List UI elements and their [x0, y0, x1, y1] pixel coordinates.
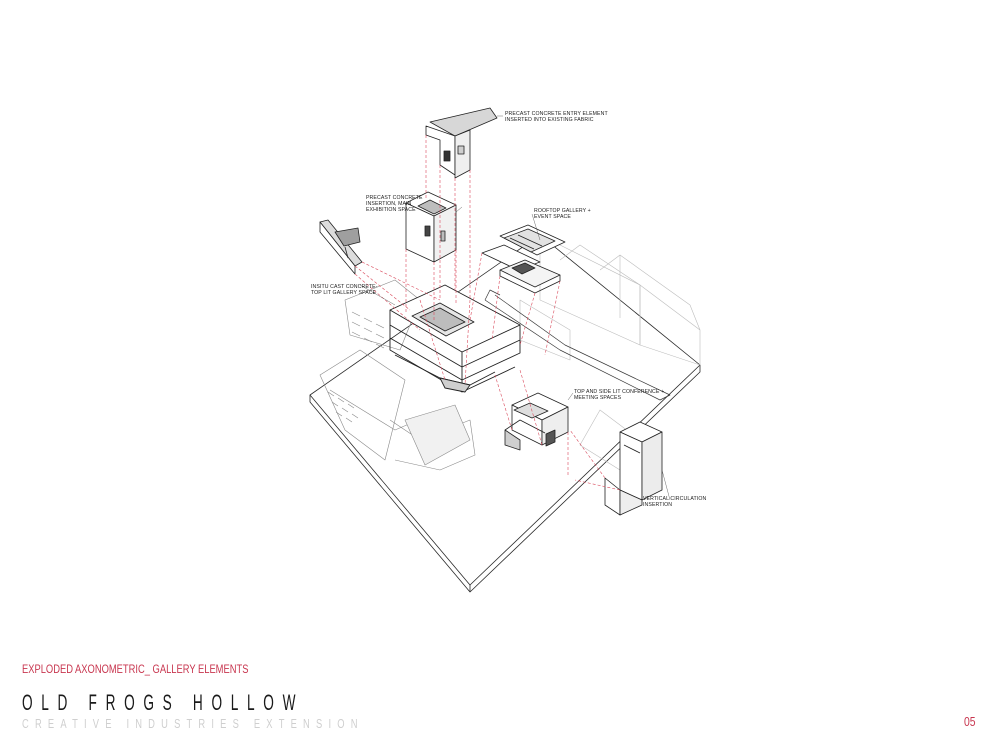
- annotation-leaders: [359, 115, 671, 501]
- annotation-insitu-gallery: INSITU CAST CONCRETE- TOP LIT GALLERY SP…: [311, 284, 378, 297]
- annotation-main-exhibition: PRECAST CONCRETE INSERTION, MAIN EXHIBIT…: [366, 195, 423, 214]
- drawing-subtitle: EXPLODED AXONOMETRIC_ GALLERY ELEMENTS: [22, 662, 249, 676]
- page-number: 05: [964, 714, 976, 729]
- annotation-vertical-circulation: VERTICAL CIRCULATION INSERTION: [643, 496, 707, 509]
- rooftop-gallery-element: [481, 224, 566, 294]
- existing-fabric: [319, 279, 476, 471]
- conference-element: [504, 392, 569, 451]
- annotation-rooftop-gallery: ROOFTOP GALLERY + EVENT SPACE: [534, 208, 591, 221]
- project-title: OLD FROGS HOLLOW: [22, 690, 305, 715]
- project-subtitle: CREATIVE INDUSTRIES EXTENSION: [22, 716, 364, 731]
- annotation-entry-element: PRECAST CONCRETE ENTRY ELEMENT INSERTED …: [505, 111, 608, 124]
- main-exhibition-box: [405, 191, 457, 263]
- insitu-gallery-element: [319, 219, 363, 275]
- vertical-circulation-element: [604, 421, 663, 516]
- annotation-conference-spaces: TOP AND SIDE LIT CONFERENCE + MEETING SP…: [574, 389, 665, 402]
- projection-lines: [354, 135, 621, 491]
- entry-element: [425, 107, 498, 179]
